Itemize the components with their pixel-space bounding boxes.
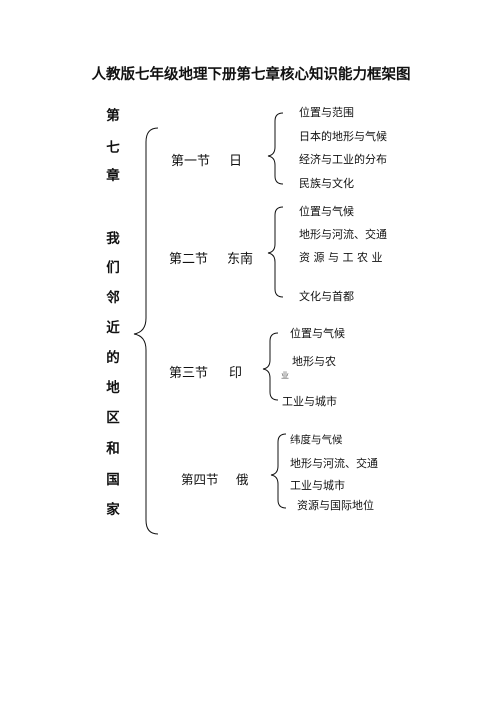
chapter-char: 家: [106, 502, 120, 518]
chapter-brace: [133, 127, 159, 535]
section-3-item: 地形与农: [292, 355, 336, 368]
section-4-label: 第四节: [181, 472, 219, 487]
section-3-label: 第三节: [169, 366, 209, 381]
section-3-item-fragment: 业: [281, 371, 289, 380]
section-1-topic: 日: [229, 154, 243, 169]
section-1-item: 经济与工业的分布: [299, 153, 387, 166]
section-2-topic: 东南: [227, 252, 254, 267]
section-2-label: 第二节: [169, 252, 209, 267]
chapter-char: 近: [106, 320, 120, 336]
chapter-char: 和: [106, 441, 120, 457]
section-2-item: 位置与气候: [299, 205, 354, 218]
chapter-char: 七: [106, 140, 120, 156]
section-3-item: 位置与气候: [290, 327, 345, 340]
chapter-char: 地: [106, 380, 120, 396]
section-1-item: 位置与范围: [299, 106, 354, 119]
chapter-char: 章: [106, 168, 120, 184]
section-3-item: 工业与城市: [282, 395, 337, 408]
section-3-brace: [262, 332, 279, 401]
section-4-item: 纬度与气候: [290, 434, 343, 446]
section-1-item: 民族与文化: [299, 177, 354, 190]
section-4-item: 工业与城市: [290, 479, 345, 492]
section-1-brace: [267, 112, 284, 185]
section-2-item: 地形与河流、交通: [299, 228, 387, 241]
chapter-char: 区: [106, 410, 120, 426]
section-1-label: 第一节: [171, 154, 211, 169]
chapter-char: 邻: [106, 290, 120, 306]
chapter-char: 国: [106, 472, 120, 488]
chapter-char: 我: [106, 231, 120, 247]
section-1-item: 日本的地形与气候: [299, 130, 387, 143]
chapter-char: 们: [106, 260, 120, 276]
page-title: 人教版七年级地理下册第七章核心知识能力框架图: [91, 67, 411, 83]
section-4-topic: 俄: [236, 472, 249, 487]
section-3-topic: 印: [229, 366, 243, 381]
section-2-item: 文化与首都: [299, 290, 354, 303]
chapter-char: 第: [106, 108, 120, 124]
section-4-item: 地形与河流、交通: [290, 457, 378, 470]
section-2-item: 资 源 与 工 农 业: [299, 251, 383, 264]
section-2-brace: [267, 206, 284, 298]
section-4-brace: [270, 433, 287, 509]
chapter-char: 的: [106, 350, 120, 366]
section-4-item: 资源与国际地位: [297, 499, 374, 512]
